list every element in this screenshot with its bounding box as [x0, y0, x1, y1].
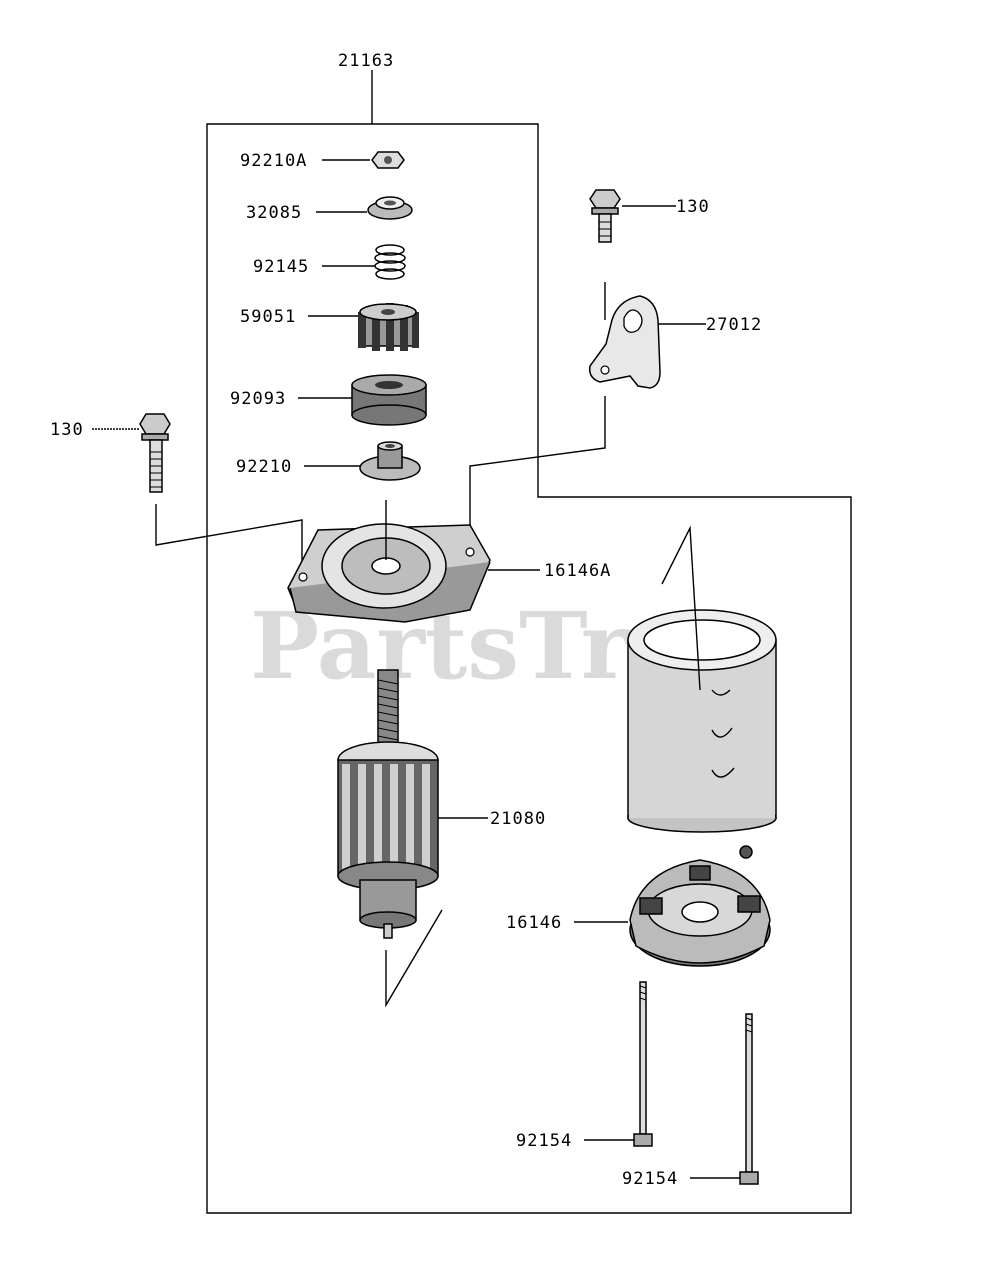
label-nut: 92210A	[240, 151, 307, 171]
pinion-gear-part[interactable]: 59051	[240, 303, 419, 351]
label-pinion: 59051	[240, 307, 296, 327]
spring-part[interactable]: 92145	[253, 244, 406, 280]
assembly-outline	[206, 70, 852, 1214]
front-cover-part[interactable]: 16146A	[287, 500, 611, 623]
label-assembly: 21163	[338, 51, 394, 71]
through-bolt-2-part[interactable]: 92154	[622, 1013, 759, 1189]
nut-part[interactable]: 92210A	[240, 151, 405, 171]
through-bolt-1-part[interactable]: 92154	[516, 981, 653, 1151]
label-rear-cover: 16146	[506, 913, 562, 933]
collar-part[interactable]: 32085	[246, 196, 413, 223]
label-bolt-right: 130	[676, 197, 710, 217]
bolt-left-part[interactable]: 130	[50, 413, 303, 580]
rear-cover-part[interactable]: 16146	[506, 845, 771, 967]
bracket-part[interactable]: 27012	[469, 295, 762, 548]
label-washer: 92093	[230, 389, 286, 409]
label-through-bolt-1: 92154	[516, 1131, 572, 1151]
label-bolt-left: 130	[50, 420, 84, 440]
washer-part[interactable]: 92093	[230, 374, 427, 426]
bolt-right-part[interactable]: 130	[589, 189, 710, 320]
label-spring: 92145	[253, 257, 309, 277]
pinion-nut-part[interactable]: 92210	[236, 441, 421, 481]
yoke-housing-part[interactable]	[627, 525, 777, 833]
label-front-cover: 16146A	[544, 561, 611, 581]
label-bracket: 27012	[706, 315, 762, 335]
label-collar: 32085	[246, 203, 302, 223]
label-armature: 21080	[490, 809, 546, 829]
armature-part[interactable]: 21080	[337, 669, 546, 1008]
label-pinion-nut: 92210	[236, 457, 292, 477]
label-through-bolt-2: 92154	[622, 1169, 678, 1189]
